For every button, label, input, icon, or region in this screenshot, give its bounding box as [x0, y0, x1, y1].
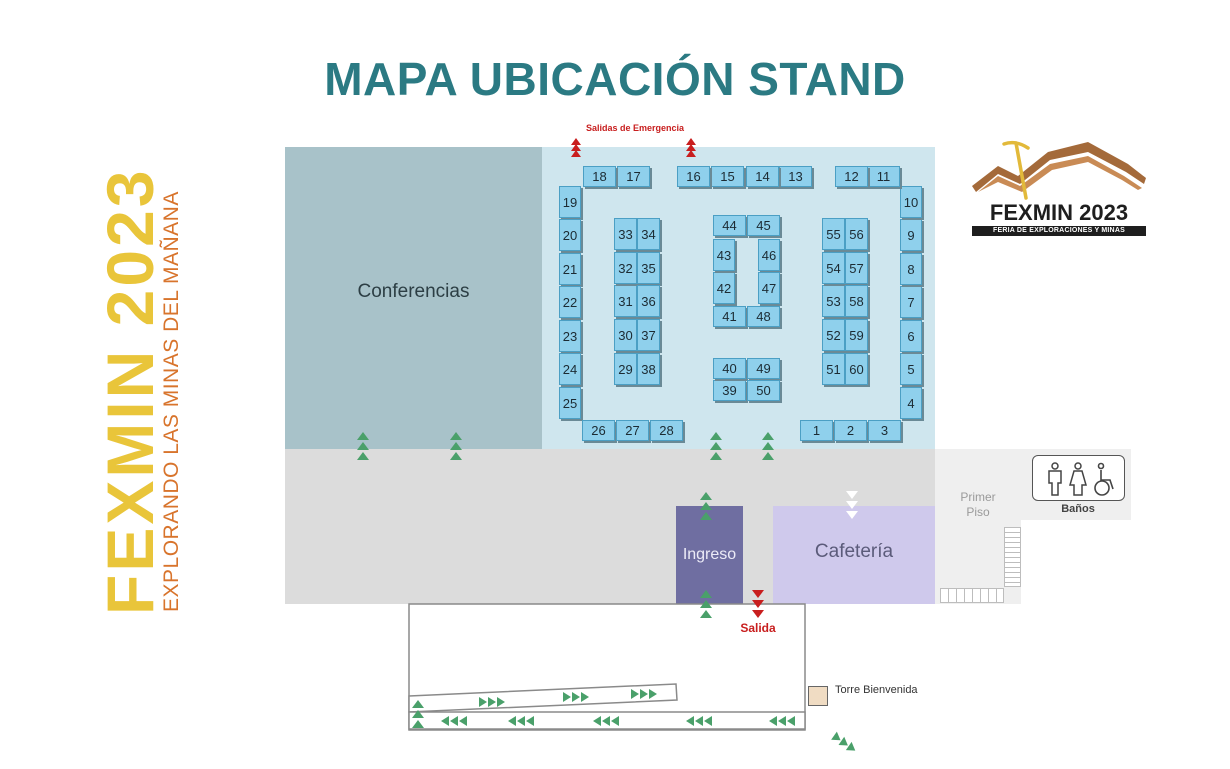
stand-29[interactable]: 29	[614, 353, 637, 385]
cafeteria-area	[773, 506, 935, 604]
stand-39[interactable]: 39	[713, 380, 746, 401]
map-title: MAPA UBICACIÓN STAND	[324, 53, 906, 105]
salida-label: Salida	[740, 621, 776, 635]
stand-24[interactable]: 24	[559, 353, 581, 385]
stand-18[interactable]: 18	[583, 166, 616, 187]
stand-32[interactable]: 32	[614, 252, 637, 284]
stand-5[interactable]: 5	[900, 353, 922, 385]
stand-1[interactable]: 1	[800, 420, 833, 441]
female-restroom-icon	[1069, 462, 1087, 496]
conferencias-area	[285, 147, 542, 449]
stand-44[interactable]: 44	[713, 215, 746, 236]
salidas-emergencia-label: Salidas de Emergencia	[585, 123, 685, 133]
stand-4[interactable]: 4	[900, 387, 922, 419]
stand-31[interactable]: 31	[614, 285, 637, 317]
stand-56[interactable]: 56	[845, 218, 868, 250]
stand-22[interactable]: 22	[559, 286, 581, 318]
logo-tagline: FERIA DE EXPLORACIONES Y MINAS	[972, 226, 1146, 236]
stand-43[interactable]: 43	[713, 239, 735, 271]
logo-name: FEXMIN 2023	[989, 200, 1129, 225]
stand-34[interactable]: 34	[637, 218, 660, 250]
torre-bienvenida-label: Torre Bienvenida	[835, 684, 918, 696]
stand-42[interactable]: 42	[713, 272, 735, 304]
stand-2[interactable]: 2	[834, 420, 867, 441]
stand-48[interactable]: 48	[747, 306, 780, 327]
stand-40[interactable]: 40	[713, 358, 746, 379]
stand-14[interactable]: 14	[746, 166, 779, 187]
stand-52[interactable]: 52	[822, 319, 845, 351]
restroom-sign	[1032, 455, 1125, 501]
stand-21[interactable]: 21	[559, 253, 581, 285]
diagonal-arrows	[831, 731, 859, 755]
stand-16[interactable]: 16	[677, 166, 710, 187]
stand-19[interactable]: 19	[559, 186, 581, 218]
stand-17[interactable]: 17	[617, 166, 650, 187]
stand-36[interactable]: 36	[637, 285, 660, 317]
stand-8[interactable]: 8	[900, 253, 922, 285]
stand-30[interactable]: 30	[614, 319, 637, 351]
stand-50[interactable]: 50	[747, 380, 780, 401]
stand-60[interactable]: 60	[845, 353, 868, 385]
stand-11[interactable]: 11	[867, 166, 900, 187]
stand-49[interactable]: 49	[747, 358, 780, 379]
primer-piso-label: Primer Piso	[960, 490, 996, 519]
stand-6[interactable]: 6	[900, 320, 922, 352]
stand-55[interactable]: 55	[822, 218, 845, 250]
stand-23[interactable]: 23	[559, 320, 581, 352]
stand-20[interactable]: 20	[559, 219, 581, 251]
stand-47[interactable]: 47	[758, 272, 780, 304]
green-direction-arrow-icon	[357, 432, 774, 728]
stand-58[interactable]: 58	[845, 285, 868, 317]
stand-53[interactable]: 53	[822, 285, 845, 317]
male-restroom-icon	[1048, 462, 1062, 496]
white-direction-arrow-icon	[846, 491, 858, 519]
stand-45[interactable]: 45	[747, 215, 780, 236]
torre-bienvenida-marker	[808, 686, 828, 706]
stand-57[interactable]: 57	[845, 252, 868, 284]
stand-10[interactable]: 10	[900, 186, 922, 218]
stand-38[interactable]: 38	[637, 353, 660, 385]
stand-28[interactable]: 28	[650, 420, 683, 441]
ingreso-area	[676, 506, 743, 604]
stand-35[interactable]: 35	[637, 252, 660, 284]
stairs-icon	[1004, 527, 1021, 587]
stairs-horizontal-icon	[940, 588, 1004, 603]
stand-3[interactable]: 3	[868, 420, 901, 441]
stand-9[interactable]: 9	[900, 219, 922, 251]
stand-25[interactable]: 25	[559, 387, 581, 419]
stand-37[interactable]: 37	[637, 319, 660, 351]
stand-41[interactable]: 41	[713, 306, 746, 327]
wheelchair-icon	[1094, 462, 1114, 496]
stand-7[interactable]: 7	[900, 286, 922, 318]
stand-59[interactable]: 59	[845, 319, 868, 351]
stand-26[interactable]: 26	[582, 420, 615, 441]
stand-15[interactable]: 15	[711, 166, 744, 187]
stand-13[interactable]: 13	[779, 166, 812, 187]
stand-51[interactable]: 51	[822, 353, 845, 385]
banos-label: Baños	[1061, 503, 1095, 515]
stand-54[interactable]: 54	[822, 252, 845, 284]
ingreso-label: Ingreso	[682, 546, 737, 563]
pickaxe-mountain-logo-icon	[968, 138, 1148, 238]
cafeteria-label: Cafetería	[814, 541, 894, 562]
conferencias-label: Conferencias	[357, 281, 470, 302]
stand-12[interactable]: 12	[835, 166, 868, 187]
stand-33[interactable]: 33	[614, 218, 637, 250]
stand-46[interactable]: 46	[758, 239, 780, 271]
stand-27[interactable]: 27	[616, 420, 649, 441]
